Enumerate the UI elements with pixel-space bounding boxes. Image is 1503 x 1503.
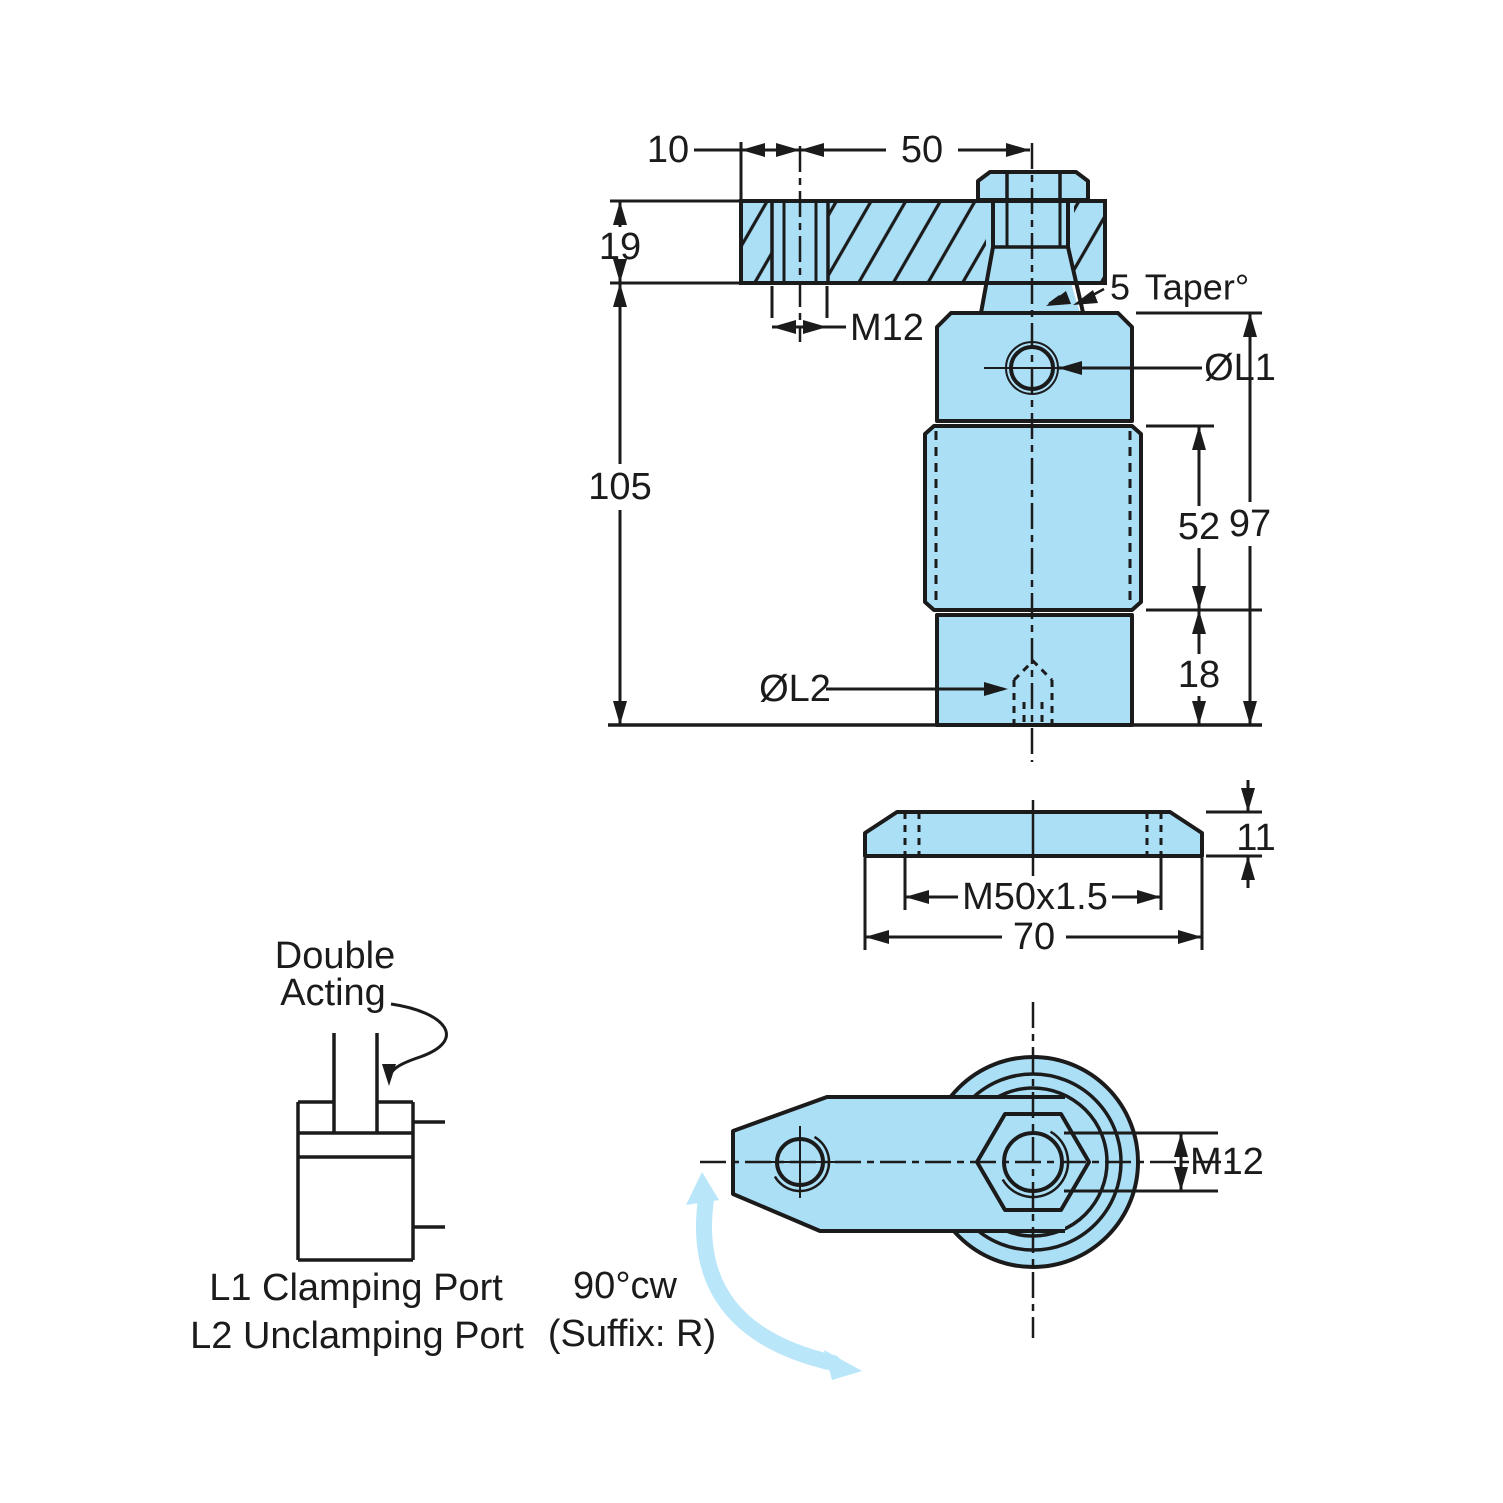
rod-through-arm-facets [1005, 201, 1062, 247]
arrow [613, 701, 627, 725]
dim-52-label: 52 [1178, 506, 1220, 548]
arrow [741, 143, 765, 157]
double-acting-schematic: Double Acting L1 Clamping Port L2 Unclam… [190, 935, 524, 1357]
dim-70-label: 70 [1013, 916, 1055, 958]
clamp-arm-outline [739, 199, 1107, 285]
swing-arrow-head-bottom [824, 1350, 862, 1380]
clamp-arm-top-fill [733, 1097, 1065, 1231]
arrow [800, 143, 824, 157]
arm-thread-label: M12 [850, 307, 924, 349]
arrow [613, 283, 627, 307]
port1-description-label: L1 Clamping Port [209, 1267, 503, 1309]
arrow [905, 890, 929, 904]
rod-taper-left [979, 246, 995, 314]
lower-body [935, 613, 1134, 727]
dim-97-label: 97 [1229, 503, 1271, 545]
arm-bolt-thread-arc [773, 1135, 831, 1193]
schematic-cylinder [296, 1100, 415, 1262]
top-view: M12 90°cw (Suffix: R) [548, 1002, 1264, 1380]
schematic-rod-lines [332, 1033, 379, 1133]
front-view: 10 50 19 105 52 97 18 M12 5 Taper° [588, 129, 1276, 762]
arrow [803, 320, 827, 334]
acting-leader-curve [387, 1002, 448, 1081]
arrow [1243, 313, 1257, 337]
swing-angle-label: 90°cw [573, 1265, 677, 1307]
taper-arrow-right [1073, 290, 1098, 305]
arrow [1137, 890, 1161, 904]
flange-thread-label: M50x1.5 [962, 876, 1108, 918]
dim-50-label: 50 [901, 129, 943, 171]
arrow [613, 259, 627, 283]
arrow [1192, 426, 1206, 450]
schematic-title-line2: Acting [280, 972, 386, 1014]
piston-rod-taper-fill [980, 283, 1080, 313]
arm-hole-edges [770, 201, 830, 283]
dim-19-label: 19 [599, 226, 641, 268]
arrow [776, 143, 800, 157]
arrow [1192, 701, 1206, 725]
hex-nut-facets [1005, 172, 1062, 200]
arrow [1241, 856, 1255, 880]
dim-97-lines [1136, 311, 1262, 725]
port-l2-label: ØL2 [759, 668, 831, 710]
dim-11-label: 11 [1236, 817, 1275, 859]
dim-19-105-lines [610, 199, 739, 725]
dim-m12-arm-lines [770, 286, 846, 329]
schematic-port-stubs [413, 1120, 445, 1229]
arrow [1058, 361, 1082, 375]
arrow [613, 201, 627, 225]
arrow [772, 320, 796, 334]
dim-10-50-lines [694, 142, 1030, 199]
swing-arc-arrow [696, 1191, 841, 1371]
arrow [1192, 610, 1206, 634]
arrow [1174, 1167, 1188, 1191]
dim-18-label: 18 [1178, 654, 1220, 696]
dim-70-lines [863, 858, 1204, 950]
top-thread-label: M12 [1190, 1141, 1264, 1183]
dim-m50-lines [903, 858, 1163, 910]
thread-dashed-lines [934, 431, 1132, 605]
arrow [1241, 788, 1255, 812]
arrow [1006, 143, 1030, 157]
port2-description-label: L2 Unclamping Port [190, 1315, 524, 1357]
dim-11-lines [1206, 780, 1262, 888]
arrow [1174, 1133, 1188, 1157]
arm-hole-thread-lines [782, 201, 818, 283]
dim-52-18-lines [1146, 424, 1262, 725]
arrow [865, 930, 889, 944]
swing-suffix-label: (Suffix: R) [548, 1313, 716, 1355]
rod-thread-arc [1001, 1130, 1070, 1199]
port-l1-label: ØL1 [1204, 347, 1276, 389]
rod-through-arm-edges [991, 201, 1070, 247]
flange-view: 11 M50x1.5 70 [863, 780, 1276, 958]
taper-value-label: 5 [1110, 267, 1130, 308]
arrow [1243, 701, 1257, 725]
arrow [1178, 930, 1202, 944]
taper-arrow-left [1046, 291, 1071, 306]
swing-arrow-head-top [686, 1172, 719, 1205]
schematic-title-line1: Double [275, 935, 395, 977]
dim-105-label: 105 [588, 466, 651, 508]
taper-unit-label: Taper° [1145, 267, 1249, 308]
arrow [984, 682, 1008, 696]
dim-10-label: 10 [647, 129, 689, 171]
arrow [382, 1064, 396, 1086]
arrow [1192, 586, 1206, 610]
